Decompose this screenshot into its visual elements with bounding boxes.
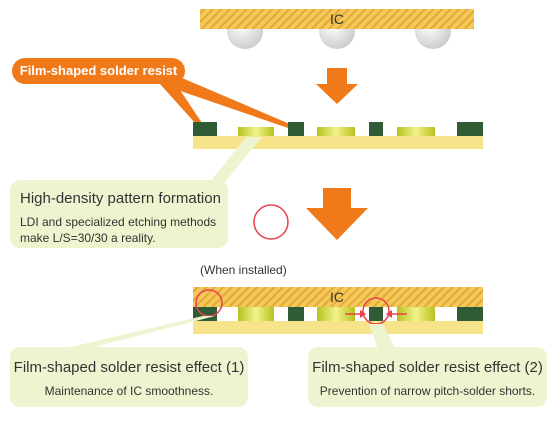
copper-pad xyxy=(238,127,274,136)
substrate-uninstalled xyxy=(193,122,483,149)
top-ic-group: IC xyxy=(200,9,474,49)
effect1-pointer xyxy=(62,316,215,349)
installed-caption: (When installed) xyxy=(200,263,287,277)
resist-block xyxy=(369,307,383,321)
circle-highlight-icon xyxy=(253,204,289,240)
density-line2: make L/S=30/30 a reality. xyxy=(20,231,156,245)
copper-pad xyxy=(317,127,355,136)
resist-label-text: Film-shaped solder resist xyxy=(19,63,178,78)
resist-block xyxy=(288,307,304,321)
copper-pad xyxy=(397,127,435,136)
effect1-callout: Film-shaped solder resist effect (1) Mai… xyxy=(10,347,248,407)
installed-ic-label: IC xyxy=(330,289,344,305)
resist-block xyxy=(288,122,304,136)
copper-pad xyxy=(397,307,435,321)
top-ic-label: IC xyxy=(330,11,344,27)
effect2-title: Film-shaped solder resist effect (2) xyxy=(312,359,543,376)
down-arrow-icon xyxy=(306,188,368,240)
resist-block xyxy=(457,122,483,136)
down-arrow-icon xyxy=(316,68,358,104)
density-line1: LDI and specialized etching methods xyxy=(20,215,217,229)
resist-label-pill: Film-shaped solder resist xyxy=(12,58,185,84)
density-callout: High-density pattern formation LDI and s… xyxy=(10,180,228,248)
copper-pad xyxy=(238,307,274,321)
resist-block xyxy=(369,122,383,136)
effect2-desc: Prevention of narrow pitch-solder shorts… xyxy=(319,384,536,398)
top-ic-chip xyxy=(200,9,474,29)
copper-pad xyxy=(317,307,355,321)
effect1-title: Film-shaped solder resist effect (1) xyxy=(13,359,245,376)
resist-block xyxy=(193,122,217,136)
effect2-callout: Film-shaped solder resist effect (2) Pre… xyxy=(308,347,547,407)
density-pointer xyxy=(210,137,262,182)
effect2-pointer xyxy=(369,324,395,349)
density-title: High-density pattern formation xyxy=(20,190,221,207)
resist-block xyxy=(457,307,483,321)
substrate-base xyxy=(193,136,483,149)
substrate-base xyxy=(193,321,483,334)
resist-pointer-lines xyxy=(160,72,292,128)
installed-ic-chip xyxy=(193,287,483,307)
effect1-desc: Maintenance of IC smoothness. xyxy=(44,384,214,398)
substrate-installed: IC xyxy=(193,287,483,334)
